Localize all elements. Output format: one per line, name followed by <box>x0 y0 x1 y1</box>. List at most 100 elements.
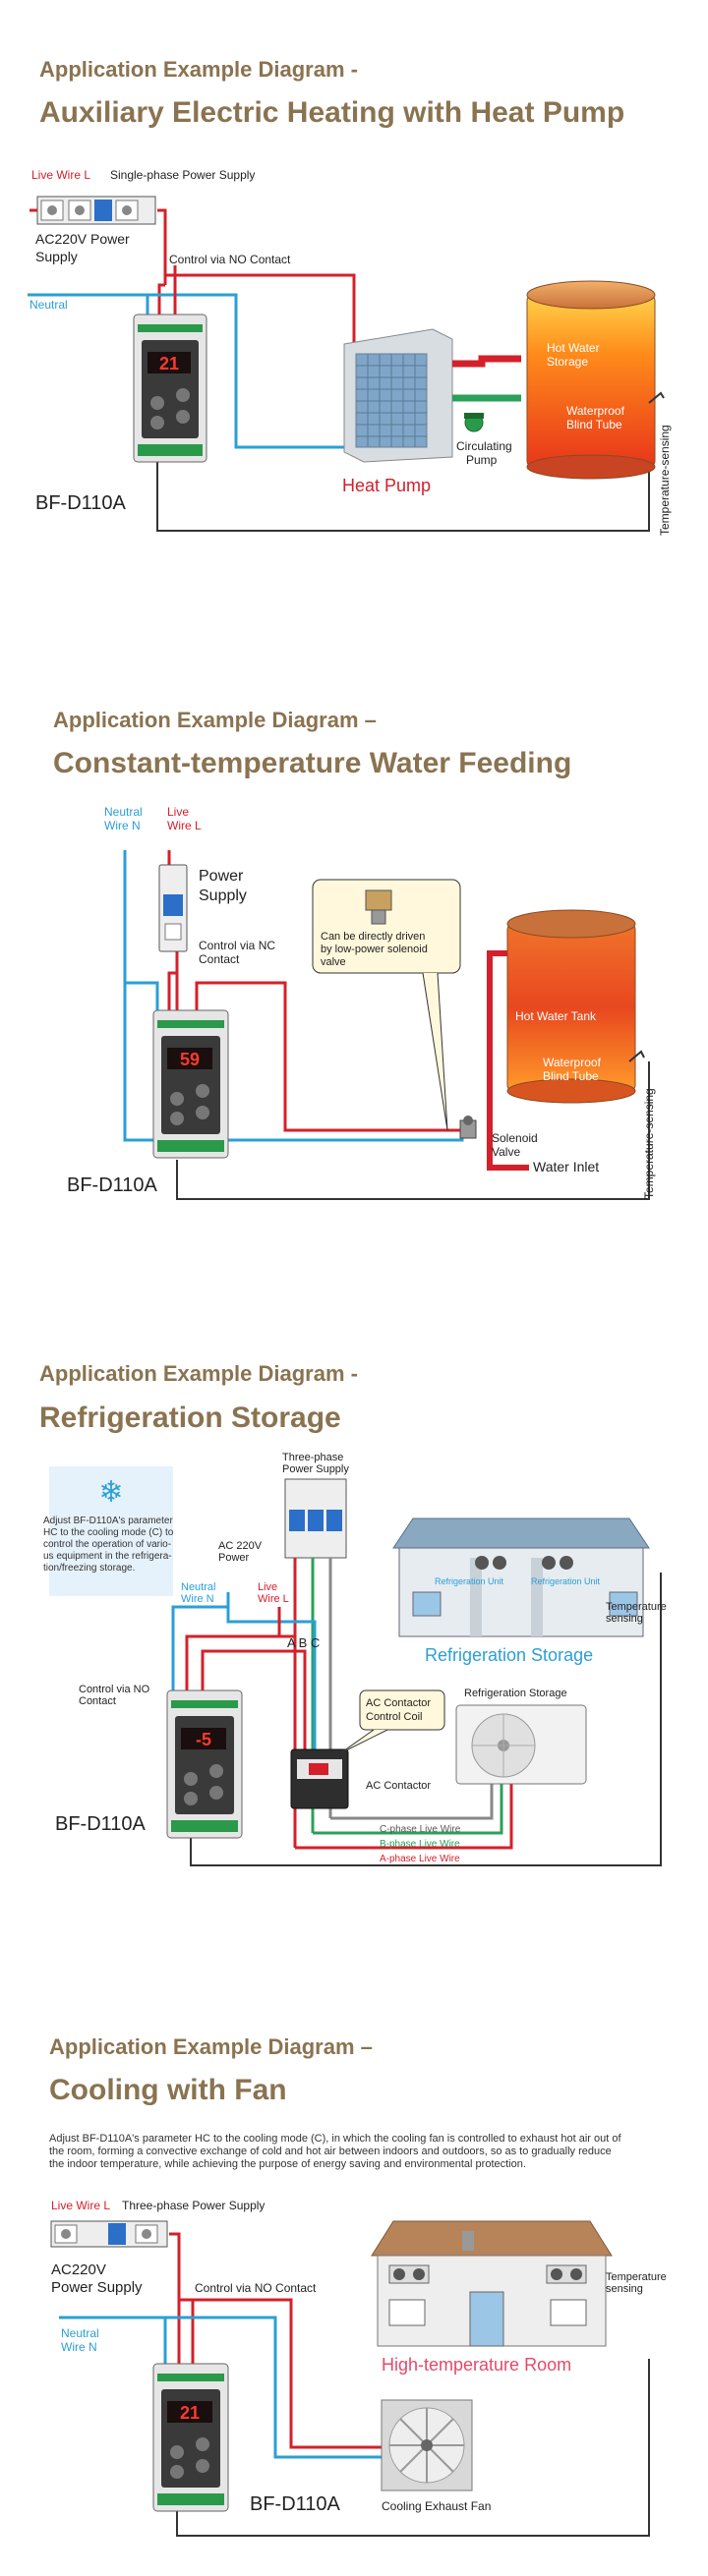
s2-sensor-probe <box>628 1050 645 1062</box>
s4-fan-label: Cooling Exhaust Fan <box>382 2499 491 2513</box>
s3-contactor <box>290 1748 349 1809</box>
s3-coil-2: Control Coil <box>366 1711 422 1723</box>
s3-title-small: Application Example Diagram - <box>39 1361 358 1386</box>
s3-contactor-label: AC Contactor <box>366 1780 431 1792</box>
s3-three-phase-2: Power Supply <box>282 1463 349 1475</box>
s3-live-2: Wire L <box>258 1593 289 1605</box>
s4-breaker <box>50 2220 168 2248</box>
s1-heat-pump-label: Heat Pump <box>342 476 431 495</box>
section-water-feeding: Application Example Diagram – Constant-t… <box>0 629 708 1258</box>
s3-model: BF-D110A <box>55 1813 147 1835</box>
s3-b-phase: B-phase Live Wire <box>380 1839 460 1850</box>
s1-controller: 21 <box>133 314 207 463</box>
s3-display: -5 <box>196 1730 211 1749</box>
s2-blind-2: Blind Tube <box>543 1069 599 1083</box>
s3-abc: A B C <box>287 1635 320 1650</box>
s2-neutral-1: Neutral <box>104 805 143 819</box>
s3-c-phase: C-phase Live Wire <box>380 1824 461 1835</box>
s1-tank-label-1: Hot Water <box>547 341 600 355</box>
s2-neutral-2: Wire N <box>104 819 141 832</box>
s2-callout-2: by low-power solenoid <box>321 944 428 955</box>
s4-control: Control via NO Contact <box>195 2281 317 2295</box>
s1-blind-label-1: Waterproof <box>566 404 625 418</box>
s3-outdoor-label: Refrigeration Storage <box>464 1688 567 1699</box>
s2-solenoid-2: Valve <box>492 1145 520 1159</box>
s2-blind-1: Waterproof <box>543 1056 602 1069</box>
s3-coil-1: AC Contactor <box>366 1697 431 1709</box>
s4-desc-1: Adjust BF-D110A's parameter HC to the co… <box>49 2133 621 2145</box>
s1-neutral-label: Neutral <box>30 298 68 312</box>
s3-title-big: Refrigeration Storage <box>39 1402 341 1434</box>
s1-title-big: Auxiliary Electric Heating with Heat Pum… <box>39 96 625 129</box>
s2-pipes <box>487 950 529 1171</box>
s4-ac220-1: AC220V <box>51 2261 106 2278</box>
s1-pump-label-1: Circulating <box>456 439 512 453</box>
s3-controller: -5 <box>166 1689 243 1839</box>
s3-storage-label: Refrigeration Storage <box>425 1645 593 1665</box>
s2-display: 59 <box>180 1050 200 1069</box>
s3-ac220-1: AC 220V <box>218 1540 263 1552</box>
s1-model: BF-D110A <box>35 492 127 514</box>
s3-note-3: control the operation of vario- <box>43 1539 171 1550</box>
s4-title-big: Cooling with Fan <box>49 2074 287 2106</box>
s2-water-inlet: Water Inlet <box>533 1159 599 1174</box>
s4-title-small: Application Example Diagram – <box>49 2034 373 2059</box>
s4-fan <box>381 2399 473 2491</box>
s1-blind-label-2: Blind Tube <box>566 418 622 431</box>
s3-control-1: Control via NO <box>79 1684 150 1695</box>
s1-display: 21 <box>159 354 179 373</box>
s1-live-wire-label: Live Wire L <box>31 168 90 182</box>
s2-title-big: Constant-temperature Water Feeding <box>53 747 572 779</box>
s2-breaker <box>158 864 188 952</box>
s3-note-2: HC to the cooling mode (C) to <box>43 1527 174 1538</box>
s3-note-4: us equipment in the refrigera- <box>43 1551 172 1562</box>
s1-hot-water-tank <box>526 280 656 480</box>
s2-power-2: Supply <box>199 887 247 904</box>
s4-neutral-1: Neutral <box>61 2326 99 2340</box>
s2-control-1: Control via NC <box>199 939 275 952</box>
s3-outdoor-unit <box>455 1704 587 1785</box>
s2-control-2: Contact <box>199 952 240 966</box>
s2-controller: 59 <box>152 1009 229 1159</box>
s1-sensor-probe <box>648 391 665 404</box>
s3-note-1: Adjust BF-D110A's parameter <box>43 1516 173 1526</box>
s3-diagram: ❄ Adjust BF-D110A's parameter HC to the … <box>43 1452 667 1866</box>
s2-diagram: Neutral Wire N Live Wire L Power Supply … <box>67 805 656 1200</box>
s3-note-5: tion/freezing storage. <box>43 1563 135 1574</box>
s1-control-label: Control via NO Contact <box>169 253 291 266</box>
s1-pipes <box>452 355 521 402</box>
s3-live-1: Live <box>258 1581 277 1593</box>
s4-desc-2: the room, forming a convective exchange … <box>49 2146 612 2157</box>
section-refrigeration: Application Example Diagram - Refrigerat… <box>0 1268 708 1936</box>
s3-neutral-1: Neutral <box>181 1581 215 1593</box>
s1-breaker <box>36 196 156 225</box>
s2-solenoid-valve <box>459 1116 477 1139</box>
s1-title-small: Application Example Diagram - <box>39 57 358 82</box>
s4-model: BF-D110A <box>250 2493 341 2515</box>
s4-temp-2: sensing <box>606 2283 643 2295</box>
s2-model: BF-D110A <box>67 1174 158 1196</box>
s3-unit-1: Refrigeration Unit <box>435 1576 504 1586</box>
s3-storage-building <box>392 1517 650 1637</box>
s2-power-1: Power <box>199 868 244 885</box>
s3-neutral-2: Wire N <box>181 1593 214 1605</box>
s2-callout <box>312 879 461 1131</box>
s4-supply-type: Three-phase Power Supply <box>122 2199 265 2212</box>
section-cooling-fan: Application Example Diagram – Cooling wi… <box>0 1946 708 2576</box>
s4-controller: 21 <box>152 2363 229 2512</box>
s4-temp-1: Temperature <box>606 2271 667 2283</box>
s1-power-label-1: AC220V Power <box>35 231 130 247</box>
s1-supply-type: Single-phase Power Supply <box>110 168 255 182</box>
s1-circulating-pump <box>464 413 484 432</box>
s4-room-building <box>371 2220 613 2347</box>
s2-temp-sensing: Temperature-sensing <box>642 1088 656 1199</box>
s1-pump-label-2: Pump <box>466 453 498 467</box>
s4-wires <box>59 2232 650 2537</box>
s2-callout-3: valve <box>321 956 346 968</box>
s2-live-1: Live <box>167 805 189 819</box>
s3-temp-1: Temperature <box>606 1601 667 1613</box>
s2-title-small: Application Example Diagram – <box>53 708 377 732</box>
s1-tank-label-2: Storage <box>547 355 588 369</box>
s1-power-label-2: Supply <box>35 249 78 264</box>
s2-hot-water-tank <box>506 909 636 1104</box>
